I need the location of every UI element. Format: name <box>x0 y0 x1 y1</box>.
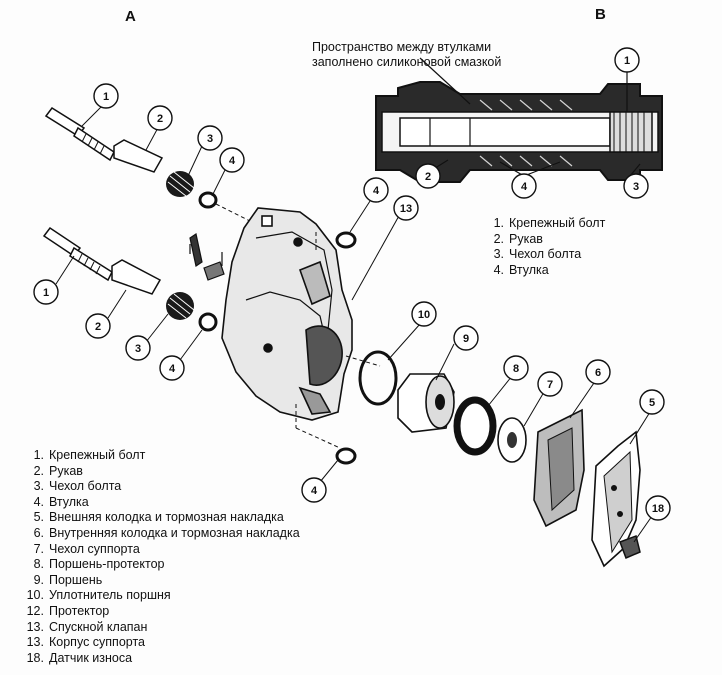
bolt-cross-section <box>375 81 663 183</box>
legend-panel-b: 1.Крепежный болт 2.Рукав 3.Чехол болта 4… <box>480 216 606 278</box>
piston-seal <box>358 350 398 406</box>
bleeder-valve <box>189 233 225 281</box>
panel-a-leaders <box>55 103 653 543</box>
upper-mounting-bolt <box>44 106 115 162</box>
legend-panel-a: 1.Крепежный болт 2.Рукав 3.Чехол болта 4… <box>20 448 300 666</box>
legend-item: 5.Внешняя колодка и тормозная накладка <box>33 510 284 525</box>
legend-item: 3.Чехол болта <box>493 247 582 262</box>
panel-a-label: A <box>125 8 136 25</box>
callout-a-number: 2 <box>95 321 101 333</box>
callout-b-bushing <box>511 173 537 199</box>
callout-inner-pad <box>585 359 611 385</box>
legend-item: 3.Чехол болта <box>33 479 122 494</box>
callout-a-number: 18 <box>652 503 664 515</box>
legend-item: 1.Крепежный болт <box>33 448 146 462</box>
callout-boot-upper <box>197 125 223 151</box>
panel-b-label: B <box>595 6 606 23</box>
callout-a-number: 5 <box>649 397 655 409</box>
callout-bushing-housing <box>363 177 389 203</box>
grease-note-line-1: Пространство между втулками <box>312 40 492 54</box>
callout-b-number: 1 <box>624 55 630 67</box>
legend-item: 18.Датчик износа <box>26 650 133 665</box>
housing-lower-bushing <box>335 447 357 465</box>
caliper-boot <box>497 417 527 463</box>
legend-item: 6.Внутренняя колодка и тормозная накладк… <box>33 525 300 540</box>
callout-a-number: 4 <box>169 363 176 375</box>
housing-upper-bushing <box>335 231 357 249</box>
legend-item: 2.Рукав <box>33 463 83 478</box>
callout-a-number: 3 <box>135 343 141 355</box>
callout-b-number: 2 <box>425 171 431 183</box>
callout-a-number: 3 <box>207 133 213 145</box>
callout-circles <box>33 47 671 521</box>
callout-b-boot <box>623 173 649 199</box>
wear-sensor <box>619 535 641 559</box>
legend-item: 2.Рукав <box>493 231 543 246</box>
callout-bushing-lower <box>159 355 185 381</box>
callout-a-number: 10 <box>418 309 430 321</box>
grease-note-line-2: заполнено силиконовой смазкой <box>312 55 502 69</box>
callout-a-number: 13 <box>400 203 412 215</box>
callout-a-number: 4 <box>311 485 318 497</box>
legend-item: 7.Чехол суппорта <box>33 541 140 556</box>
callout-b-bolt <box>614 47 640 73</box>
legend-item: 12.Протектор <box>26 603 110 618</box>
caliper-housing <box>221 207 353 421</box>
callout-b-sleeve <box>415 163 441 189</box>
piston-protector <box>453 396 497 456</box>
callout-boot-lower <box>125 335 151 361</box>
callout-piston <box>453 325 479 351</box>
callout-bushing-upper <box>219 147 245 173</box>
lower-mounting-bolt <box>42 226 113 282</box>
legend-item: 13.Корпус суппорта <box>26 635 145 650</box>
callout-a-number: 6 <box>595 367 601 379</box>
callout-bushing-bottom <box>301 477 327 503</box>
legend-item: 8.Поршень-протектор <box>33 557 165 572</box>
legend-item: 10.Уплотнитель поршня <box>26 588 171 603</box>
callout-caliper-boot <box>537 371 563 397</box>
lower-bushing <box>198 312 218 332</box>
callout-piston-seal <box>411 301 437 327</box>
callout-piston-protector <box>503 355 529 381</box>
callout-a-number: 1 <box>103 91 109 103</box>
inner-brake-pad <box>533 408 585 528</box>
panel-b-leaders <box>431 70 641 177</box>
callout-a-number: 4 <box>373 185 380 197</box>
piston <box>397 373 455 433</box>
grease-note: Пространство между втулками заполнено си… <box>312 40 501 70</box>
callout-wear-sensor <box>645 495 671 521</box>
callout-a-number: 2 <box>157 113 163 125</box>
callout-b-number: 4 <box>521 181 528 193</box>
legend-item: 13.Спускной клапан <box>26 619 148 634</box>
callout-housing <box>393 195 419 221</box>
callout-b-number: 3 <box>633 181 639 193</box>
upper-bushing <box>198 191 218 209</box>
lower-bolt-boot <box>166 292 195 320</box>
callout-outer-pad <box>639 389 665 415</box>
legend-item: 4.Втулка <box>493 262 549 277</box>
legend-item: 9.Поршень <box>33 572 103 587</box>
lower-sleeve <box>111 259 162 295</box>
upper-bolt-boot <box>166 171 195 197</box>
callout-a-number: 4 <box>229 155 236 167</box>
legend-item: 4.Втулка <box>33 494 89 509</box>
callout-a-number: 7 <box>547 379 553 391</box>
outer-brake-pad <box>591 430 641 568</box>
legend-item: 1.Крепежный болт <box>493 216 606 230</box>
note-leader-line <box>419 57 471 105</box>
callout-a-number: 9 <box>463 333 469 345</box>
callout-a-number: 8 <box>513 363 519 375</box>
callout-a-number: 1 <box>43 287 49 299</box>
callout-bolt-lower <box>33 279 59 305</box>
callout-bolt-upper <box>93 83 119 109</box>
callout-sleeve-lower <box>85 313 111 339</box>
upper-sleeve <box>113 139 164 173</box>
callout-sleeve-upper <box>147 105 173 131</box>
